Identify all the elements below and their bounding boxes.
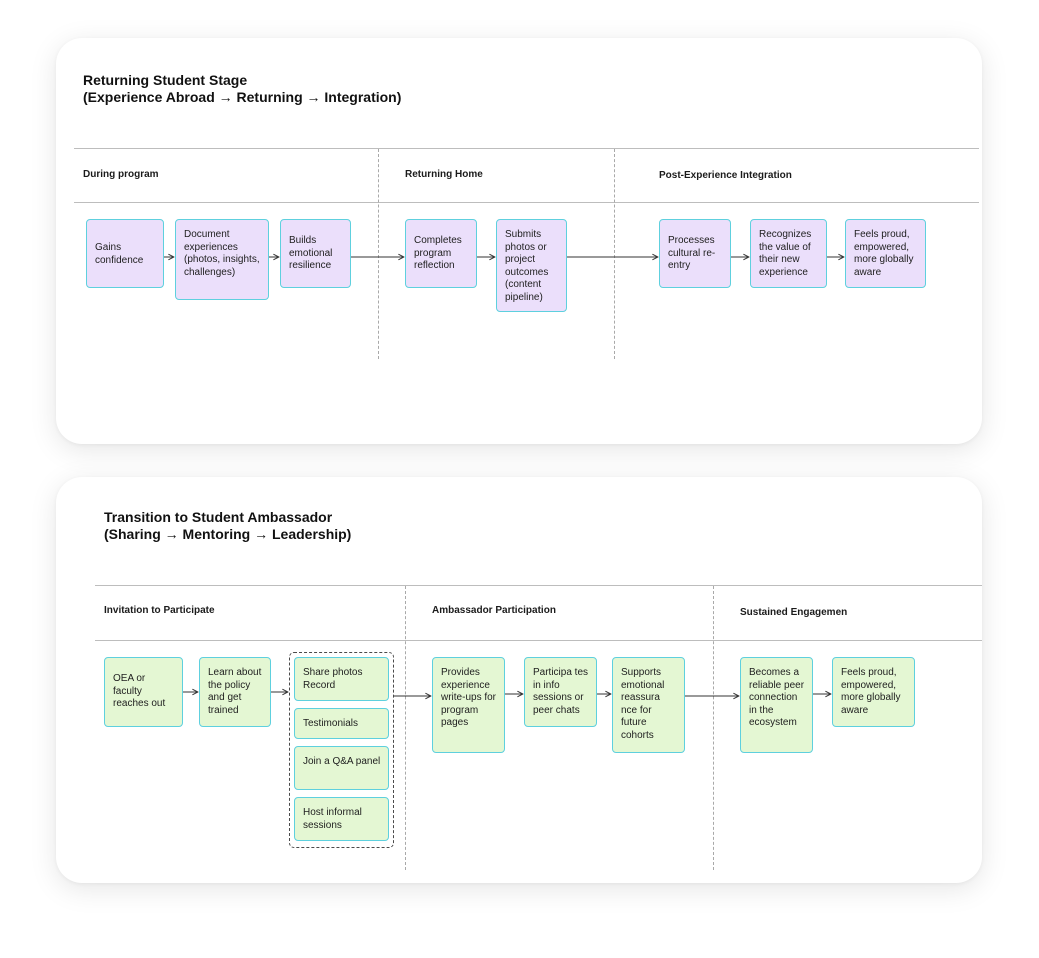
stage1-title: Returning Student Stage (Experience Abro… <box>83 72 401 106</box>
section-post-experience-integration: Post-Experience Integration <box>659 170 792 181</box>
node-participates-info-sessions: Participa tes in info sessions or peer c… <box>524 657 597 727</box>
section-during-program: During program <box>83 169 159 180</box>
stage2-section-divider-2 <box>713 586 714 870</box>
node-feels-proud-stage1: Feels proud, empowered, more globally aw… <box>845 219 926 288</box>
stage1-section-divider-1 <box>378 149 379 359</box>
node-provides-write-ups: Provides experience write-ups for progra… <box>432 657 505 753</box>
option-share-photos: Share photos Record <box>294 657 389 701</box>
node-reliable-peer-connection: Becomes a reliable peer connection in th… <box>740 657 813 753</box>
option-host-informal-sessions: Host informal sessions <box>294 797 389 841</box>
node-processes-cultural-reentry: Processes cultural re-entry <box>659 219 731 288</box>
stage2-header-top-divider <box>95 585 982 586</box>
node-feels-proud-stage2: Feels proud, empowered, more globally aw… <box>832 657 915 727</box>
stage1-header-top-divider <box>74 148 979 149</box>
stage1-title-line2: (Experience Abroad → Returning → Integra… <box>83 89 402 105</box>
node-supports-emotional-reassurance: Supports emotional reassura nce for futu… <box>612 657 685 753</box>
node-gains-confidence: Gains confidence <box>86 219 164 288</box>
node-recognizes-value: Recognizes the value of their new experi… <box>750 219 827 288</box>
node-document-experiences: Document experiences (photos, insights, … <box>175 219 269 300</box>
stage1-header-bottom-divider <box>74 202 979 203</box>
stage2-header-bottom-divider <box>95 640 982 641</box>
section-invitation-to-participate: Invitation to Participate <box>104 605 215 616</box>
stage2-title-line2: (Sharing → Mentoring → Leadership) <box>104 526 352 542</box>
stage1-title-line1: Returning Student Stage <box>83 72 248 88</box>
section-ambassador-participation: Ambassador Participation <box>432 605 556 616</box>
stage2-title: Transition to Student Ambassador (Sharin… <box>104 509 351 543</box>
option-join-qa-panel: Join a Q&A panel <box>294 746 389 790</box>
stage2-section-divider-1 <box>405 586 406 870</box>
participation-options-group <box>289 652 394 848</box>
stage2-title-line1: Transition to Student Ambassador <box>104 509 333 525</box>
stage1-section-divider-2 <box>614 149 615 359</box>
section-returning-home: Returning Home <box>405 169 483 180</box>
section-sustained-engagement: Sustained Engagemen <box>740 607 848 618</box>
option-testimonials: Testimonials <box>294 708 389 739</box>
node-oea-reaches-out: OEA or faculty reaches out <box>104 657 183 727</box>
node-submits-photos: Submits photos or project outcomes (cont… <box>496 219 567 312</box>
node-builds-emotional-resilience: Builds emotional resilience <box>280 219 351 288</box>
node-learn-policy: Learn about the policy and get trained <box>199 657 271 727</box>
node-completes-program-reflection: Completes program reflection <box>405 219 477 288</box>
